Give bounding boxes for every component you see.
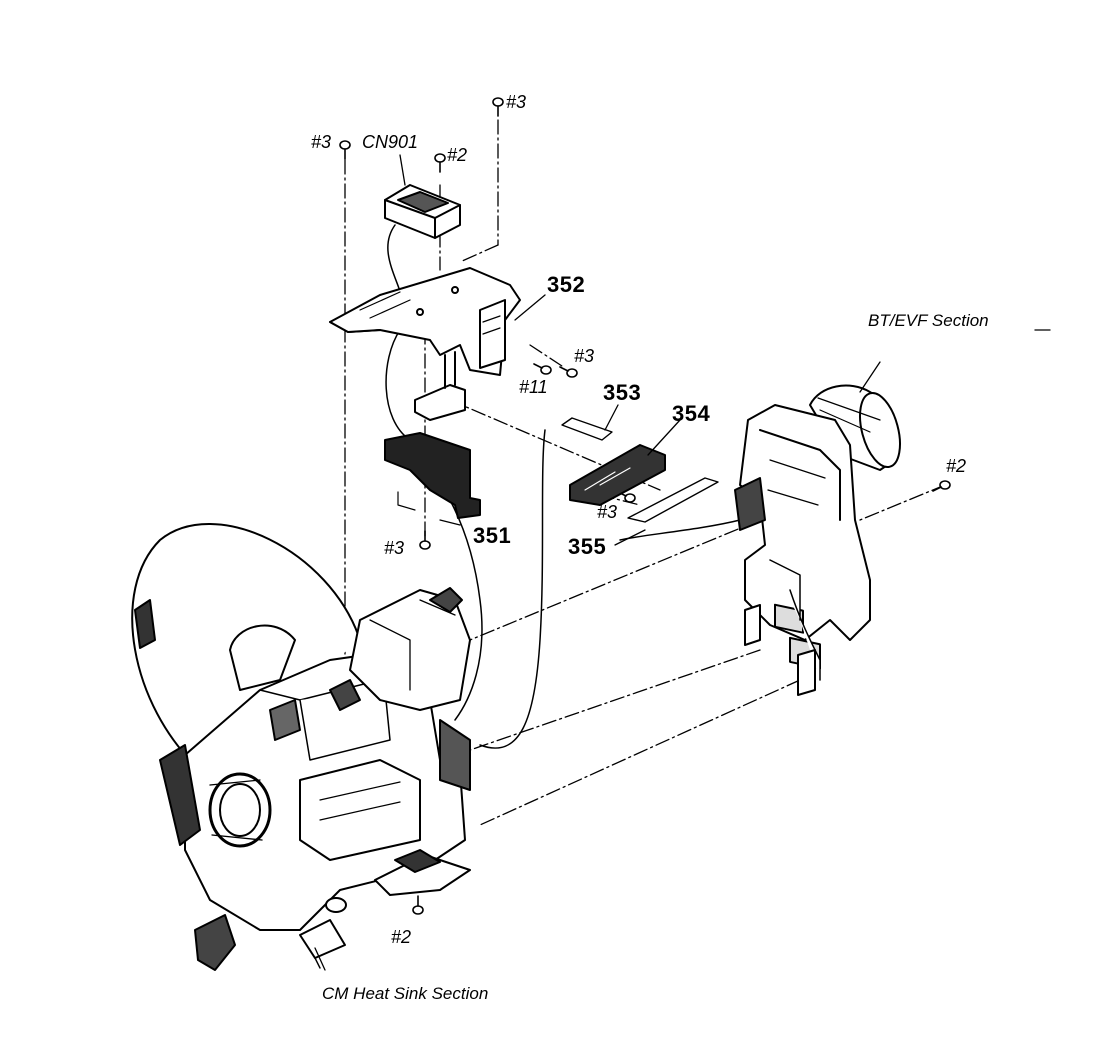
screw-label-right-b: #11	[519, 377, 548, 397]
part-label-351: 351	[473, 523, 512, 548]
flex-part-351	[384, 432, 481, 526]
screw-label-cn901: #2	[447, 145, 468, 165]
screw-topleft	[339, 140, 351, 160]
screw-label-top: #3	[506, 92, 527, 112]
part-353	[561, 417, 613, 441]
screw-right-a	[559, 366, 578, 378]
camera-body	[131, 523, 471, 971]
screw-label-bt-evf: #2	[946, 456, 967, 476]
part-label-353: 353	[603, 380, 642, 405]
part-355	[627, 477, 719, 523]
screw-label-left-lower: #3	[384, 538, 405, 558]
screw-label-bottom: #2	[391, 927, 412, 947]
part-label-355: 355	[568, 534, 607, 559]
screw-bt-evf	[932, 480, 951, 492]
screws	[339, 97, 951, 915]
screw-left-lower	[419, 530, 431, 550]
cn901-connector	[384, 184, 461, 239]
part-label-352: 352	[547, 272, 586, 297]
section-label-bt-evf: BT/EVF Section	[868, 311, 989, 330]
screw-cn901	[434, 153, 446, 173]
connector-label-cn901: CN901	[362, 132, 419, 152]
screw-top	[492, 97, 504, 117]
screw-right-b	[533, 363, 552, 375]
bracket-352	[329, 267, 521, 421]
part-label-354: 354	[672, 401, 711, 426]
label-leaders	[314, 154, 1051, 971]
screw-bottom	[412, 895, 424, 915]
bt-evf-section	[734, 384, 901, 696]
section-label-cm-heat-sink: CM Heat Sink Section	[322, 984, 489, 1003]
board-354	[569, 444, 666, 506]
screw-label-right-a: #3	[574, 346, 595, 366]
screw-label-mid: #3	[597, 502, 618, 522]
screw-label-topleft: #3	[311, 132, 332, 152]
